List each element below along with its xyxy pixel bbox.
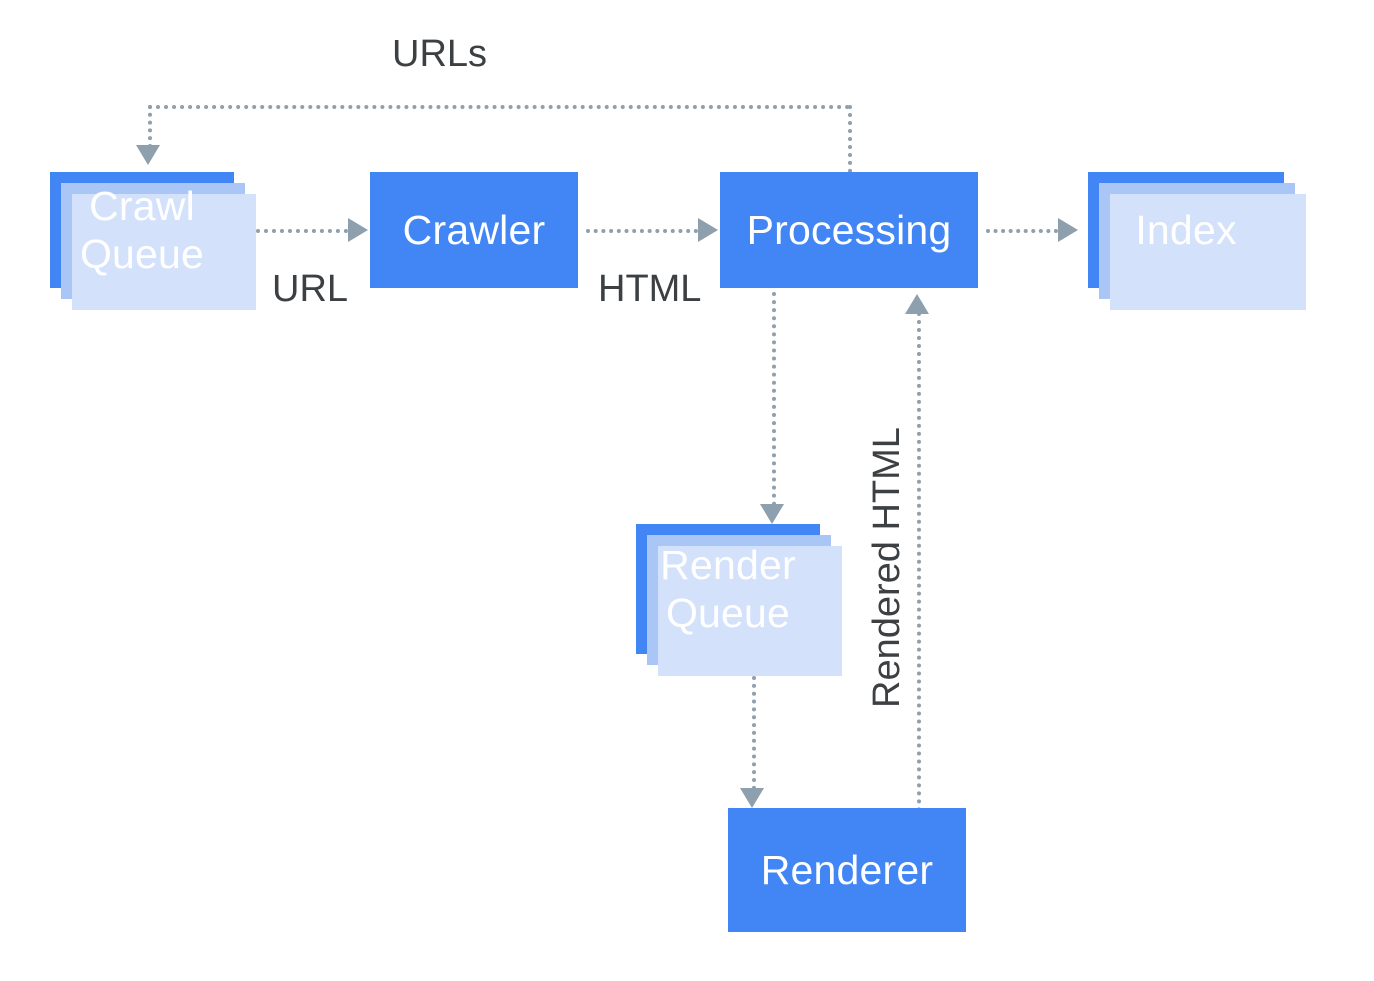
node-index[interactable]: Index [1088, 172, 1306, 310]
node-crawler[interactable]: Crawler [370, 172, 578, 288]
edge-urls-segment-down [148, 105, 152, 148]
node-crawler-label: Crawler [402, 206, 546, 253]
edge-url-arrowhead [348, 218, 368, 242]
edge-urls-arrowhead [136, 145, 160, 165]
node-index-label: Index [1135, 206, 1237, 253]
edge-to-renderqueue-segment [772, 292, 776, 506]
edge-html-arrowhead [698, 218, 718, 242]
node-renderer-label: Renderer [760, 846, 934, 893]
node-render-queue-label: Render Queue [660, 541, 796, 636]
edge-to-index-arrowhead [1058, 218, 1078, 242]
node-processing[interactable]: Processing [720, 172, 978, 288]
node-processing-label: Processing [746, 206, 952, 253]
edge-urls-segment-up [848, 105, 852, 173]
edge-urls-segment-across [148, 105, 850, 109]
edge-to-renderqueue-arrowhead [760, 504, 784, 524]
node-renderer[interactable]: Renderer [728, 808, 966, 932]
node-crawl-queue[interactable]: Crawl Queue [50, 172, 256, 310]
edge-url-segment [256, 229, 348, 233]
node-crawl-queue-label: Crawl Queue [79, 182, 205, 277]
edge-to-renderer-segment [752, 676, 756, 790]
edge-rendered-html-segment [917, 312, 921, 812]
edge-label-rendered-html: Rendered HTML [866, 427, 908, 708]
edge-label-urls: URLs [392, 33, 488, 75]
edge-to-index-segment [986, 229, 1058, 233]
edge-rendered-html-arrowhead [905, 294, 929, 314]
edge-html-segment [586, 229, 698, 233]
edge-label-html: HTML [598, 268, 702, 310]
node-render-queue[interactable]: Render Queue [636, 524, 842, 676]
edge-to-renderer-arrowhead [740, 788, 764, 808]
edge-label-url: URL [272, 268, 349, 310]
